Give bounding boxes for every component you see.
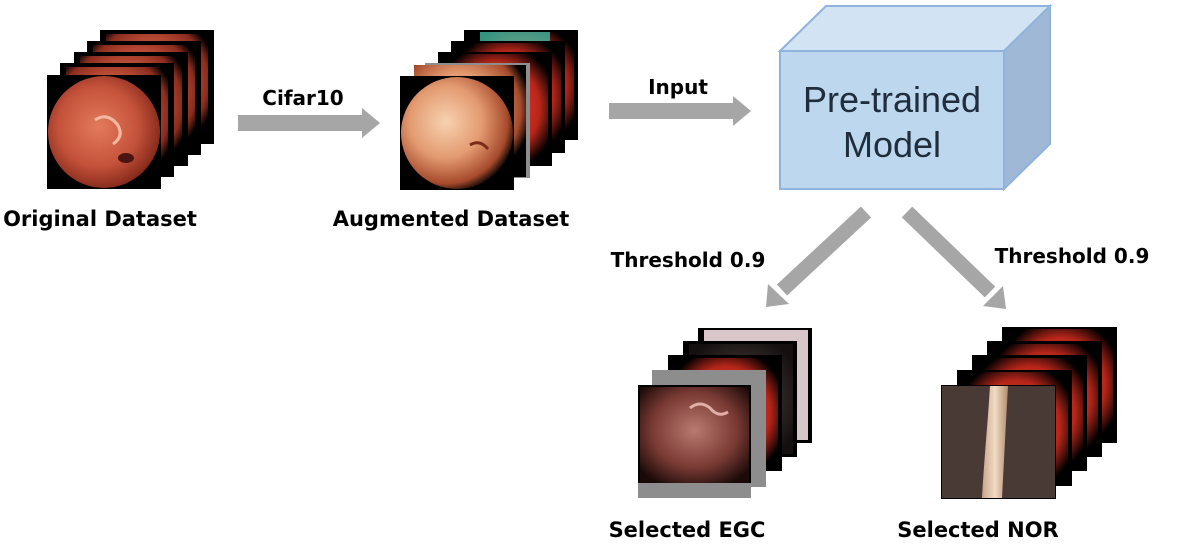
- arrow-shaft: [238, 115, 363, 131]
- augment-arrow: [238, 108, 380, 138]
- mucosa-shadow: [118, 153, 134, 163]
- selected-egc-stack: [638, 328, 812, 498]
- endoscope-tube: [982, 386, 1008, 498]
- selected-egc-label: Selected EGC: [609, 518, 766, 542]
- mucosa-fold: [469, 141, 490, 150]
- selected-nor-label: Selected NOR: [897, 518, 1058, 542]
- arrow-shaft: [609, 103, 734, 119]
- augmented-dataset-stack: [400, 30, 578, 190]
- augment-arrow-label: Cifar10: [262, 86, 343, 110]
- input-arrow-label: Input: [648, 75, 708, 99]
- input-arrow: [609, 96, 751, 126]
- pretrained-model-cube: [777, 3, 1053, 192]
- arrow-head: [766, 284, 789, 307]
- arrow-head: [733, 96, 751, 126]
- egc-image-front: [640, 387, 749, 483]
- model-title-line1: Pre-trained: [803, 79, 981, 120]
- original-dataset-label: Original Dataset: [3, 207, 197, 231]
- augmented-image-front: [401, 77, 513, 189]
- arrow-head: [983, 286, 1006, 309]
- endoscopy-image-front: [48, 76, 160, 188]
- augmented-dataset-label: Augmented Dataset: [333, 207, 570, 231]
- selected-nor-stack: [941, 327, 1117, 499]
- threshold-left-label: Threshold 0.9: [611, 248, 766, 272]
- threshold-arrow-right: [901, 206, 1006, 309]
- threshold-arrow-left: [766, 206, 872, 307]
- arrow-head: [362, 108, 380, 138]
- original-dataset-stack: [47, 30, 214, 189]
- mucosa-highlight: [94, 115, 122, 146]
- arrow-shaft: [901, 206, 996, 298]
- stack-card-front-border: [638, 483, 751, 498]
- cube-front: [779, 50, 1005, 190]
- arrow-shaft: [776, 206, 872, 296]
- model-title-line2: Model: [843, 124, 941, 165]
- threshold-right-label: Threshold 0.9: [995, 244, 1150, 268]
- lesion-outline: [689, 402, 729, 416]
